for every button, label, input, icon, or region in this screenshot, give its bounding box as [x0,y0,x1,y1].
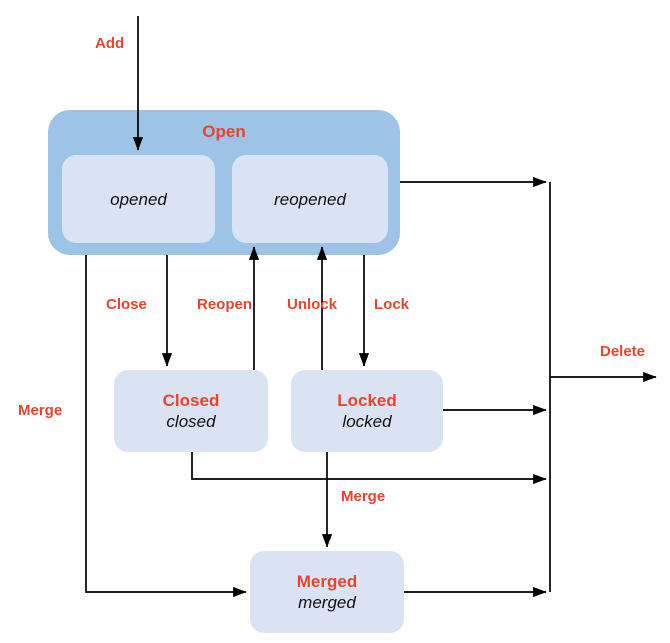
edge-merge-closed [191,452,547,485]
edge-label-reopen: Reopen [197,296,253,313]
edge-label-delete: Delete [600,343,646,360]
edge-label-close: Close [106,296,147,313]
edge-label-merge-closed: Merge [341,488,386,505]
state-box-opened[interactable] [62,155,215,243]
edge-label-unlock: Unlock [287,296,338,313]
edge-label-add: Add [95,35,125,52]
edge-label-lock: Lock [374,296,410,313]
state-box-locked[interactable] [291,370,443,452]
edge-label-merge-open: Merge [18,402,63,419]
state-box-reopened[interactable] [232,155,388,243]
edge-merge-open [85,255,247,598]
state-box-merged[interactable] [250,551,404,633]
state-box-closed[interactable] [114,370,268,452]
